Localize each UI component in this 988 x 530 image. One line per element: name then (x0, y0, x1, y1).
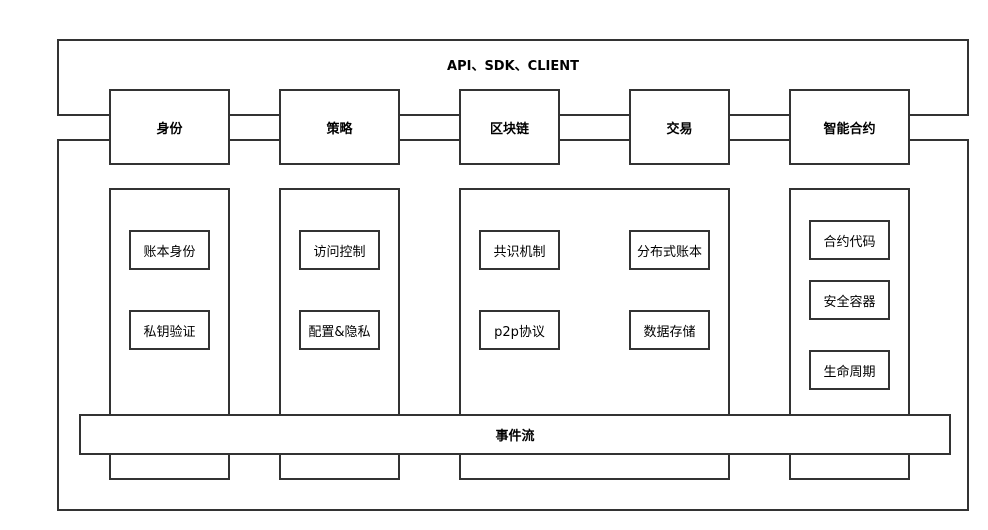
secure-container-box: 安全容器 (809, 280, 890, 320)
blockchain-header: 区块链 (459, 89, 560, 165)
connector-2 (399, 114, 461, 141)
p2p-protocol-label: p2p协议 (494, 324, 545, 340)
smart-contract-header-label: 智能合约 (823, 121, 876, 137)
private-key-verification-box: 私钥验证 (129, 310, 210, 350)
config-privacy-box: 配置&隐私 (299, 310, 380, 350)
p2p-protocol-box: p2p协议 (479, 310, 560, 350)
event-stream-label: 事件流 (495, 429, 535, 444)
smart-contract-header: 智能合约 (789, 89, 910, 165)
consensus-label: 共识机制 (493, 244, 546, 260)
lifecycle-box: 生命周期 (809, 350, 890, 390)
private-key-verification-label: 私钥验证 (143, 324, 196, 340)
connector-1 (229, 114, 281, 141)
identity-header-label: 身份 (156, 121, 183, 137)
ledger-identity-box: 账本身份 (129, 230, 210, 270)
policy-header-label: 策略 (326, 121, 353, 137)
lifecycle-label: 生命周期 (823, 364, 876, 380)
access-control-box: 访问控制 (299, 230, 380, 270)
transaction-header: 交易 (629, 89, 730, 165)
api-sdk-client-label: API、SDK、CLIENT (447, 59, 579, 74)
access-control-label: 访问控制 (313, 244, 366, 260)
contract-code-box: 合约代码 (809, 220, 890, 260)
policy-header: 策略 (279, 89, 400, 165)
distributed-ledger-box: 分布式账本 (629, 230, 710, 270)
data-storage-box: 数据存储 (629, 310, 710, 350)
connector-4 (729, 114, 791, 141)
config-privacy-label: 配置&隐私 (308, 324, 371, 340)
secure-container-label: 安全容器 (823, 294, 876, 310)
identity-header: 身份 (109, 89, 230, 165)
distributed-ledger-label: 分布式账本 (636, 244, 702, 260)
connector-3 (559, 114, 631, 141)
blockchain-header-label: 区块链 (489, 121, 529, 137)
event-stream-bar: 事件流 (79, 414, 951, 455)
data-storage-label: 数据存储 (643, 324, 696, 340)
transaction-header-label: 交易 (666, 121, 693, 137)
ledger-identity-label: 账本身份 (143, 244, 196, 260)
consensus-box: 共识机制 (479, 230, 560, 270)
contract-code-label: 合约代码 (823, 234, 876, 250)
